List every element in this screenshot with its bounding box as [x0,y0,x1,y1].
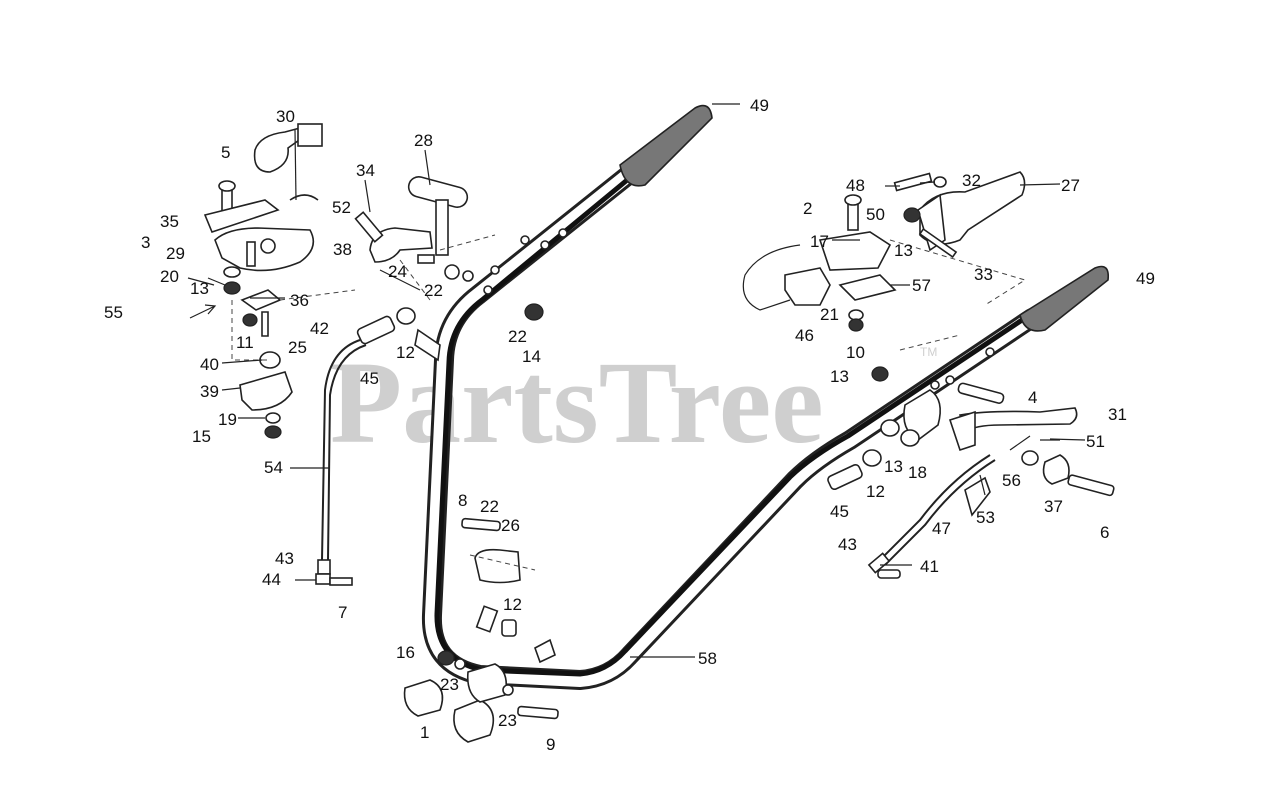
callout-3: 3 [141,233,150,252]
callout-45b: 45 [830,502,849,521]
watermark-trademark: TM [920,345,937,359]
callout-23a: 23 [440,675,459,694]
callout-49b: 49 [1136,269,1155,288]
callout-22b: 22 [508,327,527,346]
callout-36: 36 [290,291,309,310]
callout-58: 58 [698,649,717,668]
callout-37: 37 [1044,497,1063,516]
callout-34: 34 [356,161,375,180]
callout-5: 5 [221,143,230,162]
throttle-lever-assembly [189,123,356,439]
callout-4: 4 [1028,388,1037,407]
callout-25: 25 [288,338,307,357]
clutch-lever-assembly [354,176,496,301]
callout-23b: 23 [498,711,517,730]
callout-40: 40 [200,355,219,374]
callout-13a: 13 [190,279,209,298]
callout-13c: 13 [830,367,849,386]
callout-16: 16 [396,643,415,662]
left-hardware [356,303,556,664]
callout-53: 53 [976,508,995,527]
callout-57: 57 [912,276,931,295]
callout-12a: 12 [396,343,415,362]
callout-49a: 49 [750,96,769,115]
callout-labels: 1 2 3 4 5 6 7 8 9 10 11 12 12 12 13 13 1… [104,96,1155,754]
callout-38: 38 [333,240,352,259]
callout-18: 18 [908,463,927,482]
callout-29: 29 [166,244,185,263]
callout-31: 31 [1108,405,1127,424]
left-grip [619,104,713,187]
callout-39: 39 [200,382,219,401]
callout-55: 55 [104,303,123,322]
callout-30: 30 [276,107,295,126]
callout-6: 6 [1100,523,1109,542]
callout-46: 46 [795,326,814,345]
callout-32: 32 [962,171,981,190]
callout-13b: 13 [894,241,913,260]
callout-22a: 22 [424,281,443,300]
right-grip [1019,265,1110,332]
callout-22c: 22 [480,497,499,516]
brake-lever-assembly [742,171,1027,382]
callout-2: 2 [803,199,812,218]
callout-44: 44 [262,570,281,589]
callout-13d: 13 [884,457,903,476]
callout-11: 11 [236,333,254,352]
callout-26: 26 [501,516,520,535]
callout-28: 28 [414,131,433,150]
callout-52: 52 [332,198,351,217]
callout-10: 10 [846,343,865,362]
callout-7: 7 [338,603,347,622]
watermark: PartsTree [330,337,824,468]
callout-41: 41 [920,557,939,576]
leader-lines [187,103,1086,658]
callout-43b: 43 [838,535,857,554]
callout-33: 33 [974,265,993,284]
callout-9: 9 [546,735,555,754]
callout-20: 20 [160,267,179,286]
callout-14: 14 [522,347,541,366]
throttle-cable [315,339,367,586]
callout-21: 21 [820,305,839,324]
callout-8: 8 [458,491,467,510]
callout-56: 56 [1002,471,1021,490]
callout-51: 51 [1086,432,1105,451]
bottom-mount [403,650,559,743]
callout-45a: 45 [360,369,379,388]
callout-43a: 43 [275,549,294,568]
callout-24: 24 [388,262,407,281]
callout-19: 19 [218,410,237,429]
callout-54: 54 [264,458,283,477]
callout-12c: 12 [503,595,522,614]
callout-17: 17 [810,232,829,251]
callout-50: 50 [866,205,885,224]
callout-1: 1 [420,723,429,742]
callout-47: 47 [932,519,951,538]
callout-42: 42 [310,319,329,338]
callout-27: 27 [1061,176,1080,195]
callout-35: 35 [160,212,179,231]
control-lever-assembly [827,382,1115,579]
callout-15: 15 [192,427,211,446]
callout-12b: 12 [866,482,885,501]
callout-48: 48 [846,176,865,195]
